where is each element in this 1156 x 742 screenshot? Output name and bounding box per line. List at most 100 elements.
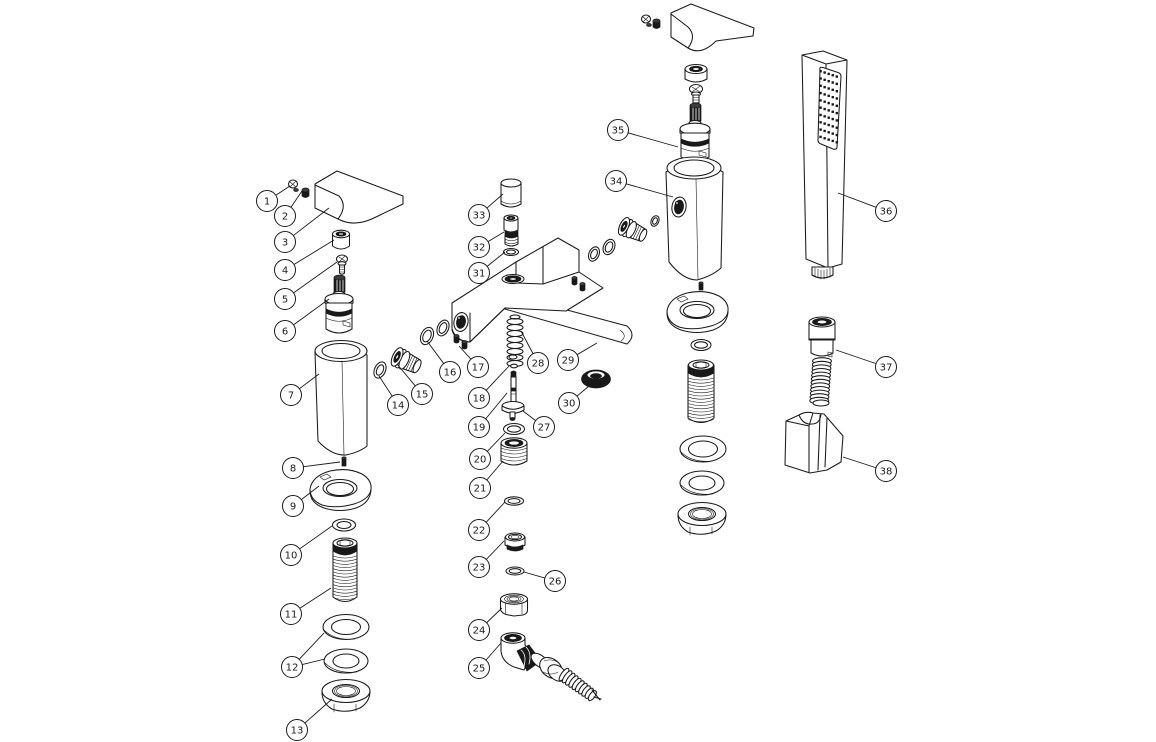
inlet-o-ring-end-right (650, 215, 660, 227)
body-fixing-screws (453, 276, 586, 350)
handle-lever (314, 170, 404, 224)
callout-38: 38 (842, 456, 897, 482)
callout-number: 24 (473, 626, 486, 637)
diverter-o-ring (502, 247, 520, 257)
callout-33: 33 (468, 193, 504, 226)
diverter-spring (506, 314, 524, 368)
callout-number: 20 (474, 455, 487, 466)
callout-number: 29 (562, 356, 575, 367)
backnut-right (677, 501, 727, 536)
diverter-washer (502, 422, 526, 436)
mounting-washer-upper-right (679, 435, 727, 463)
callout-number: 12 (286, 663, 299, 674)
callout-number: 14 (392, 401, 405, 412)
callout-number: 4 (282, 266, 288, 277)
callout-4: 4 (274, 239, 335, 281)
callout-number: 28 (532, 359, 545, 370)
callout-8: 8 (282, 457, 341, 479)
handle-lever-right (670, 3, 755, 52)
sealing-washer (331, 518, 357, 532)
cartridge-screw (335, 254, 349, 275)
waste-grommet (581, 369, 611, 389)
locating-pin (341, 456, 347, 467)
base-flange (309, 469, 372, 512)
callout-number: 2 (282, 212, 288, 223)
callout-number: 27 (538, 423, 551, 434)
handle-collar-right (684, 63, 708, 83)
cartridge-screw-right (688, 83, 704, 105)
valve-cartridge-right (679, 102, 711, 162)
backnut (321, 678, 371, 713)
callout-30: 30 (558, 385, 590, 414)
inlet-o-ring-small (373, 361, 387, 379)
callout-25: 25 (468, 642, 502, 679)
callout-number: 26 (549, 577, 562, 588)
callout-number: 34 (610, 177, 623, 188)
callout-number: 19 (473, 423, 486, 434)
callout-7: 7 (280, 373, 320, 406)
callout-number: 38 (880, 467, 893, 478)
callout-16: 16 (426, 340, 461, 383)
callout-31: 31 (468, 251, 506, 284)
base-flange-right (666, 291, 729, 334)
callout-24: 24 (468, 607, 503, 641)
callout-number: 11 (285, 610, 298, 621)
handle-fixing-screw (287, 179, 299, 192)
callout-number: 10 (285, 551, 298, 562)
grub-screw (301, 187, 310, 198)
shower-handset (801, 50, 848, 280)
callout-23: 23 (468, 540, 505, 578)
diverter-cap (500, 178, 522, 208)
callout-1: 1 (256, 185, 291, 212)
callout-3: 3 (274, 207, 330, 253)
threaded-mounting-tube (332, 537, 358, 603)
callout-34: 34 (605, 170, 674, 198)
valve-column-body (314, 339, 368, 456)
callout-number: 15 (416, 390, 429, 401)
inlet-o-ring-inner (436, 319, 450, 337)
inlet-o-ring-small-right (587, 246, 601, 262)
diverter-pull-knob (503, 214, 519, 247)
mounting-washer-lower (323, 648, 369, 674)
callout-number: 1 (264, 197, 270, 208)
callout-number: 9 (290, 502, 296, 513)
main-mixer-body (451, 237, 633, 345)
callout-15: 15 (396, 363, 433, 405)
wall-bracket (784, 411, 844, 474)
handle-fixing-screw-right (640, 14, 652, 27)
inlet-connector (390, 347, 422, 374)
valve-column-body-right (665, 156, 724, 281)
callout-2: 2 (274, 190, 303, 227)
callout-18: 18 (468, 365, 510, 409)
valve-cartridge (324, 274, 354, 334)
mounting-washer-lower-right (679, 470, 725, 496)
callout-number: 30 (563, 399, 576, 410)
callout-11: 11 (280, 587, 332, 625)
aerator-nut (499, 593, 529, 617)
callout-10: 10 (280, 525, 333, 566)
callout-6: 6 (274, 298, 330, 342)
callout-number: 6 (282, 327, 288, 338)
callout-28: 28 (520, 330, 549, 374)
mounting-washer-upper (322, 613, 370, 641)
callout-20: 20 (469, 432, 506, 470)
callout-number: 3 (282, 238, 288, 249)
callout-27: 27 (522, 410, 555, 438)
callout-29: 29 (557, 342, 598, 371)
inlet-connector-right (617, 217, 648, 242)
locating-pin-right (698, 281, 704, 291)
callout-32: 32 (468, 231, 505, 258)
inlet-o-ring-mid (419, 326, 435, 346)
grub-screw-right (652, 18, 661, 29)
callout-37: 37 (835, 349, 897, 378)
callout-9: 9 (282, 485, 320, 517)
callout-number: 7 (288, 391, 294, 402)
callout-number: 35 (612, 126, 625, 137)
threaded-mounting-tube-right (687, 359, 715, 424)
callout-36: 36 (837, 192, 897, 222)
callout-number: 33 (473, 211, 486, 222)
callout-number: 22 (473, 526, 486, 537)
callout-number: 17 (472, 363, 485, 374)
callout-number: 23 (473, 563, 486, 574)
